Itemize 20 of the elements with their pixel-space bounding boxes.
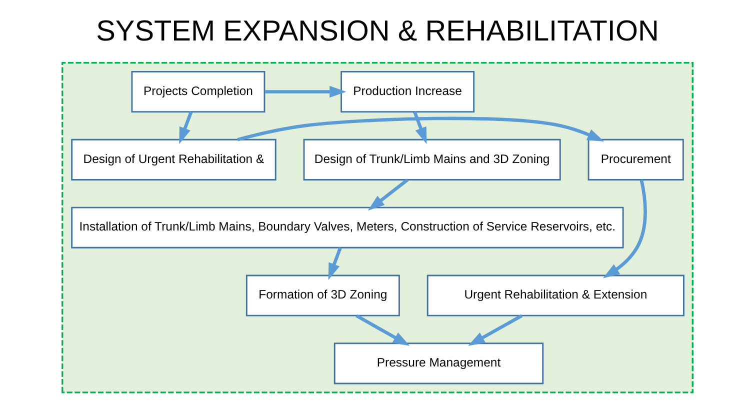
diagram-title: SYSTEM EXPANSION & REHABILITATION bbox=[96, 15, 658, 48]
arrow bbox=[236, 116, 604, 142]
node-box: Production Increase bbox=[340, 70, 474, 113]
arrow bbox=[355, 314, 410, 346]
cluster bbox=[61, 62, 693, 394]
node-box: Formation of 3D Zoning bbox=[245, 274, 400, 316]
node-box: Installation of Trunk/Limb Mains, Boundary Valves, Meters, Construction of Service Reservoirs, etc. bbox=[70, 206, 624, 248]
node-box: Pressure Management bbox=[333, 342, 544, 384]
node-box: Urgent Rehabilitation & Extension bbox=[426, 274, 684, 316]
arrow bbox=[178, 111, 192, 144]
arrow bbox=[367, 178, 408, 211]
node-box: Procurement bbox=[587, 138, 684, 180]
node-box: Design of Trunk/Limb Mains and 3D Zoning bbox=[302, 138, 560, 180]
node-box: Projects Completion bbox=[130, 70, 265, 113]
arrow bbox=[264, 86, 346, 98]
arrow bbox=[602, 179, 646, 278]
arrow bbox=[328, 247, 342, 280]
arrow bbox=[468, 314, 522, 346]
arrow bbox=[412, 111, 426, 144]
node-box: Design of Urgent Rehabilitation & bbox=[70, 138, 276, 180]
